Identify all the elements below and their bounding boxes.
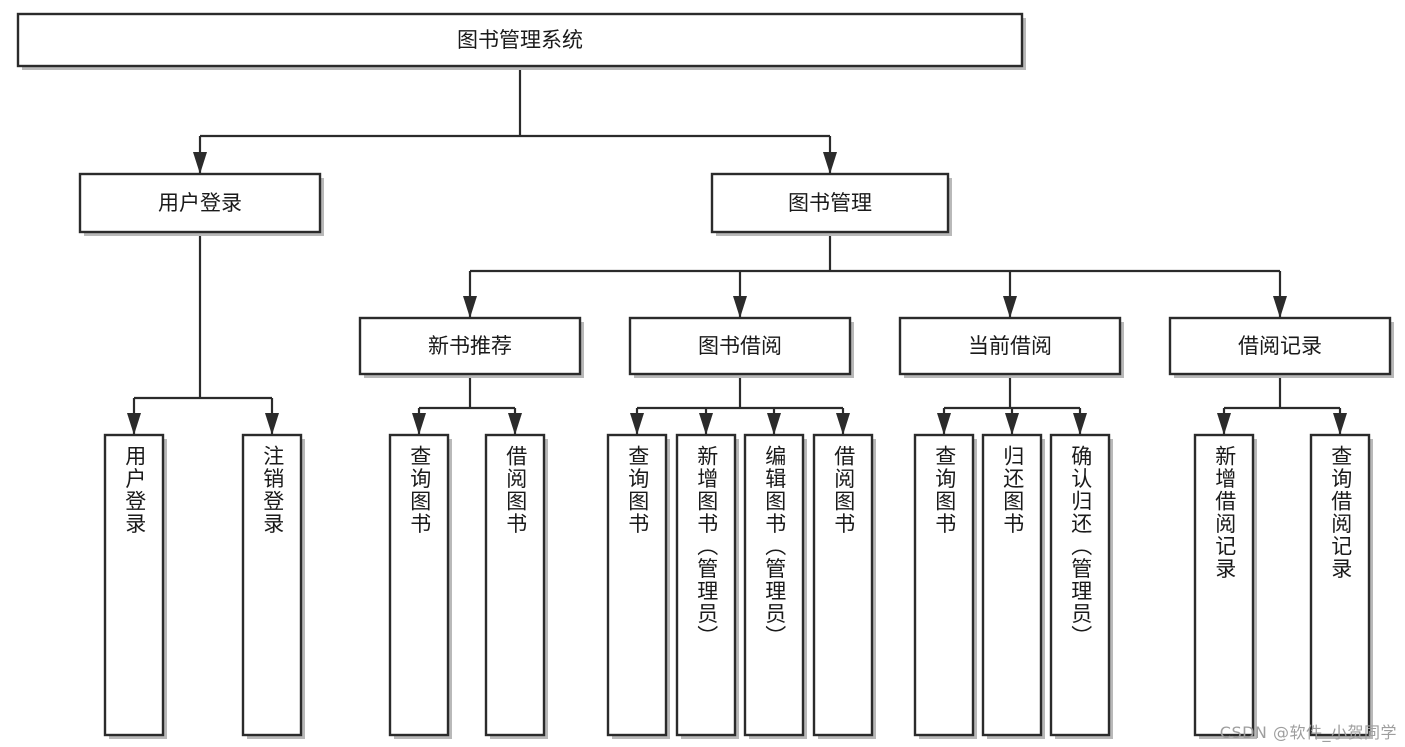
edge-arrowhead — [767, 413, 781, 435]
node-box-new-book-rec[interactable] — [358, 316, 582, 376]
edge-arrowhead — [699, 413, 713, 435]
node-box-leaf-edit-book[interactable] — [743, 433, 805, 737]
boxes-layer — [16, 12, 1392, 737]
node-box-leaf-logout[interactable] — [241, 433, 303, 737]
edge-arrowhead — [836, 413, 850, 435]
edge-arrowhead — [630, 413, 644, 435]
node-box-leaf-add-record[interactable] — [1193, 433, 1255, 737]
node-box-leaf-user-login[interactable] — [103, 433, 165, 737]
node-box-root[interactable] — [16, 12, 1024, 68]
edge-arrowhead — [1073, 413, 1087, 435]
edge-arrowhead — [127, 413, 141, 435]
node-label-new-book-rec: 新书推荐 — [428, 334, 512, 358]
node-box-book-borrow[interactable] — [628, 316, 852, 376]
node-box-leaf-borrow-book[interactable] — [812, 433, 874, 737]
node-box-leaf-borrow-book-rec[interactable] — [484, 433, 546, 737]
node-box-leaf-query-record[interactable] — [1309, 433, 1371, 737]
csdn-watermark: CSDN @软件_小贺同学 — [1219, 723, 1397, 742]
node-box-user-login[interactable] — [78, 172, 322, 234]
edge-arrowhead — [1003, 296, 1017, 318]
edges-layer — [127, 66, 1347, 435]
node-box-borrow-record[interactable] — [1168, 316, 1392, 376]
edge-arrowhead — [1273, 296, 1287, 318]
node-label-current-borrow: 当前借阅 — [968, 334, 1052, 358]
node-box-current-borrow[interactable] — [898, 316, 1122, 376]
node-label-root: 图书管理系统 — [457, 28, 583, 52]
node-label-borrow-record: 借阅记录 — [1238, 334, 1322, 358]
edge-arrowhead — [937, 413, 951, 435]
node-box-leaf-query-book-cur[interactable] — [913, 433, 975, 737]
node-box-leaf-confirm-return[interactable] — [1049, 433, 1111, 737]
node-box-leaf-add-book[interactable] — [675, 433, 737, 737]
edge-arrowhead — [265, 413, 279, 435]
node-box-leaf-query-book-rec[interactable] — [388, 433, 450, 737]
edge-arrowhead — [823, 152, 837, 174]
edge-arrowhead — [508, 413, 522, 435]
edge-arrowhead — [733, 296, 747, 318]
edge-arrowhead — [1005, 413, 1019, 435]
edge-arrowhead — [463, 296, 477, 318]
edge-arrowhead — [1333, 413, 1347, 435]
edge-arrowhead — [1217, 413, 1231, 435]
node-box-leaf-return-book[interactable] — [981, 433, 1043, 737]
node-box-leaf-query-book-borrow[interactable] — [606, 433, 668, 737]
edge-arrowhead — [412, 413, 426, 435]
node-label-book-manage: 图书管理 — [788, 191, 872, 215]
edge-arrowhead — [193, 152, 207, 174]
node-label-user-login: 用户登录 — [158, 191, 242, 215]
node-box-book-manage[interactable] — [710, 172, 950, 234]
node-label-book-borrow: 图书借阅 — [698, 334, 782, 358]
